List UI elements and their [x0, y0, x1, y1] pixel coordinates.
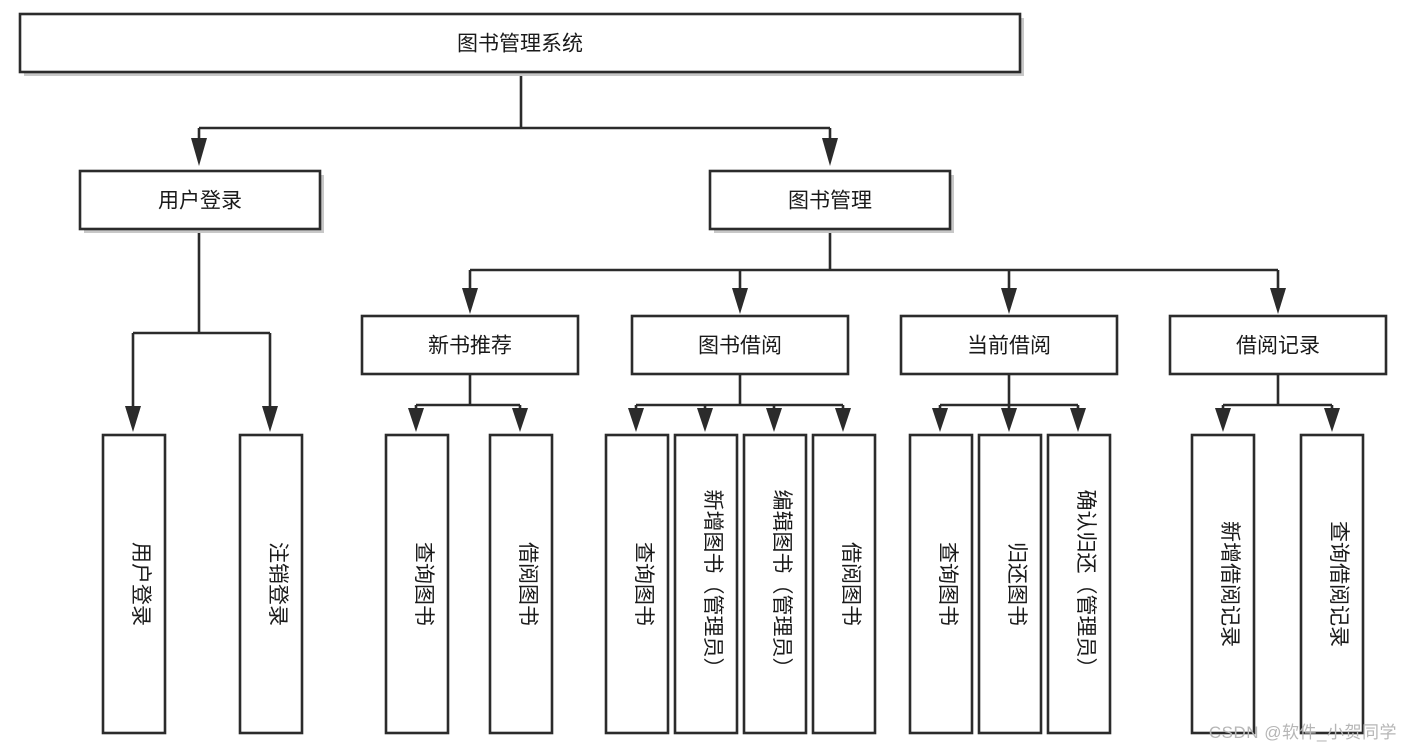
arrow-bookmanage-newbook [462, 288, 478, 314]
arrow-borrowrecord-leaf-1 [1215, 408, 1231, 432]
node-leaf-borrow-book-2[interactable]: 借阅图书 [811, 433, 877, 735]
arrow-bookborrow-leaf-2 [697, 408, 713, 432]
leaf-query-book-3-box[interactable] [908, 433, 974, 735]
current-borrow-box[interactable] [899, 314, 1119, 376]
leaf-query-book-1-label: 查询图书 [412, 542, 435, 626]
node-leaf-add-record[interactable]: 新增借阅记录 [1190, 433, 1256, 735]
leaf-edit-book-label: 编辑图书（管理员） [770, 490, 793, 679]
leaf-edit-book-box[interactable] [742, 433, 808, 735]
edge-group-book-manage [462, 233, 1286, 314]
leaf-query-book-1-box[interactable] [384, 433, 450, 735]
node-user-login[interactable]: 用户登录 [78, 169, 324, 233]
new-book-rec-label: 新书推荐 [428, 335, 512, 358]
node-leaf-logout[interactable]: 注销登录 [238, 433, 304, 735]
node-leaf-edit-book[interactable]: 编辑图书（管理员） [742, 433, 808, 735]
arrow-newbook-leaf-1 [408, 408, 424, 432]
arrow-userlogin-leaf-1 [125, 406, 141, 432]
arrow-currentborrow-leaf-2 [1001, 408, 1017, 432]
borrow-record-box[interactable] [1168, 314, 1388, 376]
leaf-add-record-label: 新增借阅记录 [1218, 521, 1241, 647]
arrow-borrowrecord-leaf-2 [1324, 408, 1340, 432]
edge-group-new-book-rec [408, 375, 528, 432]
leaf-logout-box[interactable] [238, 433, 304, 735]
book-borrow-label: 图书借阅 [698, 335, 782, 358]
node-leaf-query-book-2[interactable]: 查询图书 [604, 433, 670, 735]
node-borrow-record[interactable]: 借阅记录 [1168, 314, 1388, 376]
node-leaf-return-book[interactable]: 归还图书 [977, 433, 1043, 735]
arrow-currentborrow-leaf-3 [1070, 408, 1086, 432]
arrow-bookborrow-leaf-1 [628, 408, 644, 432]
leaf-query-book-2-box[interactable] [604, 433, 670, 735]
arrow-currentborrow-leaf-1 [932, 408, 948, 432]
book-manage-box[interactable] [708, 169, 952, 231]
leaf-return-book-box[interactable] [977, 433, 1043, 735]
leaf-query-book-3-label: 查询图书 [936, 542, 959, 626]
edge-group-borrow-record [1215, 375, 1340, 432]
node-leaf-query-record[interactable]: 查询借阅记录 [1299, 433, 1365, 735]
node-leaf-borrow-book-1[interactable]: 借阅图书 [488, 433, 554, 735]
leaf-return-book-label: 归还图书 [1005, 542, 1028, 626]
arrow-root-to-bookmanage [822, 138, 838, 166]
node-new-book-rec[interactable]: 新书推荐 [360, 314, 580, 376]
edge-group-current-borrow [932, 375, 1086, 432]
root-box[interactable] [18, 12, 1022, 74]
node-book-manage[interactable]: 图书管理 [708, 169, 954, 233]
user-login-box[interactable] [78, 169, 322, 231]
arrow-root-to-userlogin [191, 138, 207, 166]
current-borrow-label: 当前借阅 [967, 335, 1051, 358]
new-book-rec-box[interactable] [360, 314, 580, 376]
csdn-watermark: CSDN @软件_小贺同学 [1208, 723, 1397, 742]
leaf-query-record-box[interactable] [1299, 433, 1365, 735]
arrow-bookmanage-bookborrow [732, 288, 748, 314]
leaf-user-login-box[interactable] [101, 433, 167, 735]
leaf-borrow-book-2-box[interactable] [811, 433, 877, 735]
leaf-confirm-return-box[interactable] [1046, 433, 1112, 735]
leaf-logout-label: 注销登录 [266, 542, 289, 626]
edge-group-book-borrow [628, 375, 851, 432]
arrow-bookmanage-currentborrow [1001, 288, 1017, 314]
leaf-query-book-2-label: 查询图书 [632, 542, 655, 626]
node-leaf-confirm-return[interactable]: 确认归还（管理员） [1046, 433, 1112, 735]
node-current-borrow[interactable]: 当前借阅 [899, 314, 1119, 376]
root-label: 图书管理系统 [457, 33, 583, 56]
leaf-add-record-box[interactable] [1190, 433, 1256, 735]
leaf-confirm-return-label: 确认归还（管理员） [1074, 490, 1097, 679]
leaf-add-book-box[interactable] [673, 433, 739, 735]
node-leaf-query-book-3[interactable]: 查询图书 [908, 433, 974, 735]
arrow-newbook-leaf-2 [512, 408, 528, 432]
node-leaf-query-book-1[interactable]: 查询图书 [384, 433, 450, 735]
leaf-borrow-book-1-box[interactable] [488, 433, 554, 735]
leaf-query-record-label: 查询借阅记录 [1327, 521, 1350, 647]
node-root[interactable]: 图书管理系统 [18, 12, 1024, 76]
leaf-borrow-book-2-label: 借阅图书 [839, 542, 862, 626]
node-leaf-add-book[interactable]: 新增图书（管理员） [673, 433, 739, 735]
arrow-bookborrow-leaf-3 [766, 408, 782, 432]
user-login-label: 用户登录 [158, 190, 242, 213]
leaf-user-login-label: 用户登录 [129, 542, 152, 626]
edge-group-root [191, 76, 838, 166]
book-borrow-box[interactable] [630, 314, 850, 376]
arrow-bookborrow-leaf-4 [835, 408, 851, 432]
arrow-userlogin-leaf-2 [262, 406, 278, 432]
edge-group-user-login [125, 233, 278, 432]
leaf-borrow-book-1-label: 借阅图书 [516, 542, 539, 626]
node-book-borrow[interactable]: 图书借阅 [630, 314, 850, 376]
arrow-bookmanage-borrowrecord [1270, 288, 1286, 314]
book-manage-label: 图书管理 [788, 190, 872, 213]
borrow-record-label: 借阅记录 [1236, 335, 1320, 358]
node-leaf-user-login[interactable]: 用户登录 [101, 433, 167, 735]
leaf-add-book-label: 新增图书（管理员） [701, 490, 724, 679]
